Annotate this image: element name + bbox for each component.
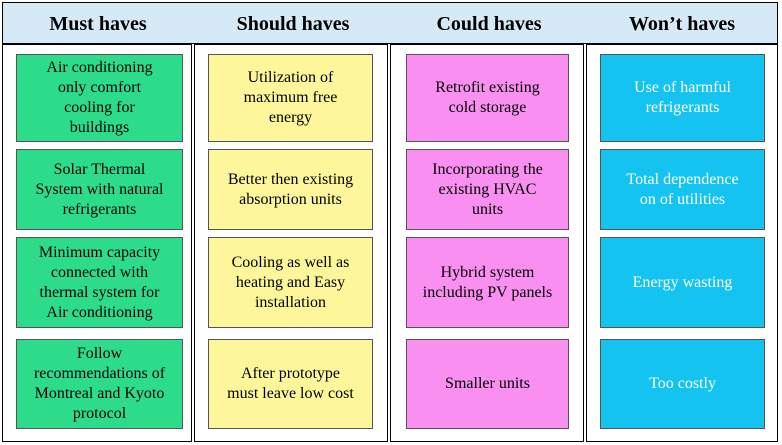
could-card-4: Smaller units <box>406 339 569 429</box>
column-should-haves: Utilization of maximum free energy Bette… <box>194 44 388 442</box>
header-should-haves: Should haves <box>236 13 350 35</box>
should-card-1: Utilization of maximum free energy <box>208 54 373 142</box>
must-card-4: Follow recommendations of Montreal and K… <box>16 339 183 429</box>
must-card-1: Air conditioning only comfort cooling fo… <box>16 54 183 142</box>
should-card-3: Cooling as well as heating and Easy inst… <box>208 237 373 328</box>
must-card-2: Solar Thermal System with natural refrig… <box>16 149 183 230</box>
should-card-4: After prototype must leave low cost <box>208 339 373 429</box>
could-card-2: Incorporating the existing HVAC units <box>406 149 569 230</box>
should-card-2: Better then existing absorption units <box>208 149 373 230</box>
header-wont-haves: Won’t haves <box>628 13 736 35</box>
column-could-haves: Retrofit existing cold storage Incorpora… <box>390 44 584 442</box>
header-bar: Must haves Should haves Could haves Won’… <box>2 2 778 44</box>
wont-card-3: Energy wasting <box>600 237 765 328</box>
wont-card-2: Total dependence on of utilities <box>600 149 765 230</box>
wont-card-4: Too costly <box>600 339 765 429</box>
could-card-1: Retrofit existing cold storage <box>406 54 569 142</box>
header-could-haves: Could haves <box>436 13 542 35</box>
could-card-3: Hybrid system including PV panels <box>406 237 569 328</box>
column-must-haves: Air conditioning only comfort cooling fo… <box>2 44 192 442</box>
wont-card-1: Use of harmful refrigerants <box>600 54 765 142</box>
must-card-3: Minimum capacity connected with thermal … <box>16 237 183 328</box>
header-must-haves: Must haves <box>49 13 147 35</box>
column-wont-haves: Use of harmful refrigerants Total depend… <box>586 44 778 442</box>
